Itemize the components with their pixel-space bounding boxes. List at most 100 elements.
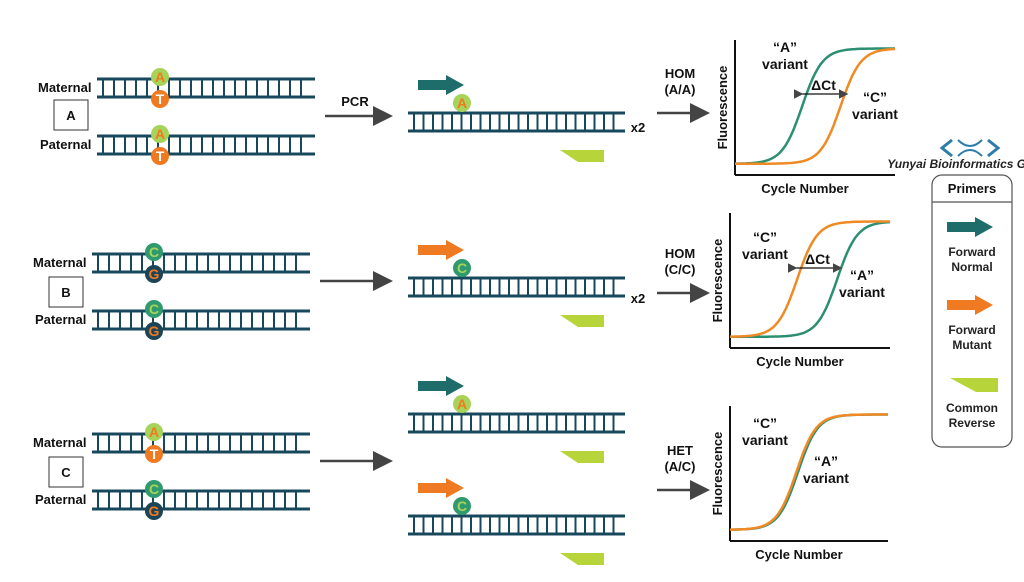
x-axis-label: Cycle Number: [761, 181, 848, 196]
sample-box: [48, 276, 84, 308]
pcr-product: A: [408, 75, 625, 162]
legend-label-line2: Normal: [951, 260, 992, 274]
logo-bracket-right: [987, 138, 1001, 158]
right-variant-word: variant: [852, 106, 898, 122]
logo-text: Yunyai Bioinformatics Group: [887, 157, 1024, 171]
product-allele: C: [457, 260, 467, 276]
maternal-allele-bottom-circle: [145, 265, 163, 283]
product-allele-circle: [453, 259, 471, 277]
legend-label-line2: Reverse: [949, 416, 996, 430]
maternal-dna: [97, 77, 315, 99]
genotype-alleles: (A/A): [664, 82, 695, 97]
paternal-allele-bottom-circle: [145, 322, 163, 340]
product-allele: C: [457, 498, 467, 514]
legend-label-line2: Mutant: [952, 338, 991, 352]
left-variant-word: variant: [762, 56, 808, 72]
maternal-allele-bottom: T: [150, 446, 159, 462]
primer-common-reverse: [560, 451, 604, 463]
maternal-allele-top-circle: [151, 68, 169, 86]
legend-label-line1: Forward: [948, 323, 995, 337]
sample-box: [53, 99, 89, 131]
genotype-label: HOM: [665, 246, 695, 261]
genotype-alleles: (C/C): [664, 262, 695, 277]
maternal-allele-top: C: [149, 244, 159, 260]
paternal-allele-bottom-circle: [145, 502, 163, 520]
pcr-product-dna: [408, 412, 625, 434]
paternal-dna: [97, 134, 315, 156]
amplification-chart: Cycle NumberFluorescence“C”variant“A”var…: [710, 213, 891, 369]
curve-a-variant: [730, 220, 891, 339]
maternal-label: Maternal: [33, 435, 86, 450]
maternal-allele-top-circle: [145, 423, 163, 441]
x-axis-label: Cycle Number: [756, 354, 843, 369]
genotype-label: HOM: [665, 66, 695, 81]
left-variant-quote: “C”: [753, 229, 777, 245]
y-axis-label: Fluorescence: [710, 239, 725, 323]
primer-forward-normal: [418, 75, 464, 95]
x-axis-label: Cycle Number: [755, 547, 842, 562]
right-variant-word: variant: [803, 470, 849, 486]
left-variant-quote: “C”: [753, 415, 777, 431]
paternal-allele-top-circle: [145, 480, 163, 498]
dna-double-helix-logo-icon: [939, 138, 1001, 158]
maternal-allele-top: A: [155, 69, 165, 85]
legend-label-line1: Forward: [948, 245, 995, 259]
paternal-allele-bottom: G: [149, 503, 160, 519]
right-variant-quote: “C”: [863, 89, 887, 105]
product-allele-circle: [453, 94, 471, 112]
copy-multiplier: x2: [631, 291, 645, 306]
logo-helix: [957, 139, 983, 157]
paternal-allele-top: C: [149, 481, 159, 497]
paternal-allele-top-circle: [151, 125, 169, 143]
primer-forward-mutant: [418, 240, 464, 260]
primer-common-reverse: [560, 553, 604, 565]
maternal-allele-bottom: G: [149, 266, 160, 282]
maternal-allele-bottom-circle: [145, 445, 163, 463]
legend-swatch-forward-normal-icon: [947, 217, 993, 237]
paternal-label: Paternal: [35, 312, 86, 327]
delta-ct-label: ΔCt: [811, 77, 836, 93]
right-variant-quote: “A”: [814, 453, 838, 469]
paternal-allele-top: A: [155, 126, 165, 142]
left-variant-word: variant: [742, 432, 788, 448]
logo-bracket-left: [939, 138, 953, 158]
sample-box-label: B: [61, 285, 70, 300]
paternal-allele-bottom-circle: [151, 147, 169, 165]
right-variant-word: variant: [839, 284, 885, 300]
amplification-chart: Cycle NumberFluorescence“A”variant“C”var…: [715, 39, 898, 196]
legend-swatch-forward-mutant-icon: [947, 295, 993, 315]
paternal-allele-bottom: T: [156, 148, 165, 164]
pcr-product: A: [408, 376, 625, 463]
legend-title: Primers: [948, 181, 996, 196]
pcr-label: PCR: [341, 94, 369, 109]
paternal-dna: [92, 309, 310, 331]
legend-label-line1: Common: [946, 401, 998, 415]
left-variant-word: variant: [742, 246, 788, 262]
primer-common-reverse: [560, 315, 604, 327]
primer-forward-mutant: [418, 478, 464, 498]
sample-box: [48, 456, 84, 488]
y-axis-label: Fluorescence: [715, 66, 730, 150]
paternal-allele-bottom: G: [149, 323, 160, 339]
primer-common-reverse: [560, 150, 604, 162]
y-axis-label: Fluorescence: [710, 432, 725, 516]
pcr-product-dna: [408, 514, 625, 536]
copy-multiplier: x2: [631, 120, 645, 135]
maternal-label: Maternal: [38, 80, 91, 95]
pcr-product-dna: [408, 276, 625, 298]
maternal-dna: [92, 432, 310, 454]
maternal-allele-top-circle: [145, 243, 163, 261]
paternal-allele-top-circle: [145, 300, 163, 318]
left-variant-quote: “A”: [773, 39, 797, 55]
genotype-alleles: (A/C): [664, 459, 695, 474]
paternal-dna: [92, 489, 310, 511]
product-allele-circle: [453, 395, 471, 413]
primer-forward-normal: [418, 376, 464, 396]
